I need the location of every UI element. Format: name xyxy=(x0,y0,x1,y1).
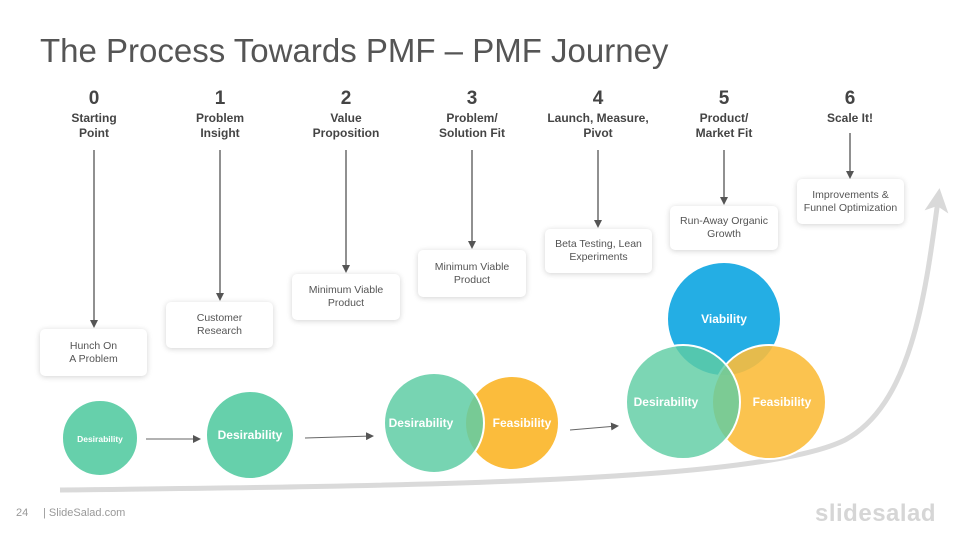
step-3-box: Minimum Viable Product xyxy=(418,250,526,297)
step-4-header: 4 Launch, Measure, Pivot xyxy=(538,88,658,141)
step-6-box-text: Improvements & Funnel Optimization xyxy=(803,188,898,214)
step-5-number: 5 xyxy=(718,88,730,109)
desirability-circle-2 xyxy=(383,372,485,474)
step-4-number: 4 xyxy=(592,88,604,109)
page-number: 24 xyxy=(16,507,29,519)
step-1-box-text: Customer Research xyxy=(196,312,243,337)
step-2-label: Value Proposition xyxy=(312,111,380,140)
step-0-label: Starting Point xyxy=(71,111,117,140)
step-0-box-text: Hunch On A Problem xyxy=(69,339,118,365)
step-2-box-text: Minimum Viable Product xyxy=(308,284,384,309)
step-3-label: Problem/ Solution Fit xyxy=(439,111,505,140)
step-0-number: 0 xyxy=(88,88,100,109)
step-4-box: Beta Testing, Lean Experiments xyxy=(545,229,652,273)
step-1-box: Customer Research xyxy=(166,302,273,348)
step-5-label: Product/ Market Fit xyxy=(695,111,753,140)
viability-label-3: Viability xyxy=(701,312,747,326)
footer-site-link: | SlideSalad.com xyxy=(43,507,126,519)
desirability-label-1: Desirability xyxy=(218,428,283,442)
step-3-number: 3 xyxy=(466,88,478,109)
step-6-box: Improvements & Funnel Optimization xyxy=(797,179,904,224)
step-5-box-text: Run-Away Organic Growth xyxy=(680,215,768,240)
desirability-circle-3 xyxy=(625,344,741,460)
step-5-box: Run-Away Organic Growth xyxy=(670,206,778,250)
step-6-number: 6 xyxy=(844,88,856,109)
brand-logo: slidesalad xyxy=(815,500,937,527)
step-4-box-text: Beta Testing, Lean Experiments xyxy=(555,238,642,263)
step-2-number: 2 xyxy=(340,88,352,109)
desirability-label-2: Desirability xyxy=(389,416,454,430)
page-title: The Process Towards PMF – PMF Journey xyxy=(40,32,669,69)
connector-3 xyxy=(569,422,619,431)
step-5-header: 5 Product/ Market Fit xyxy=(664,88,784,141)
step-1-header: 1 Problem Insight xyxy=(160,88,280,141)
step-1-number: 1 xyxy=(214,88,226,109)
feasibility-label-3: Feasibility xyxy=(753,395,812,409)
step-2-header: 2 Value Proposition xyxy=(286,88,406,141)
desirability-label-0: Desirability xyxy=(77,434,123,444)
desirability-label-3: Desirability xyxy=(634,395,699,409)
step-4-label: Launch, Measure, Pivot xyxy=(547,111,649,140)
step-0-header: 0 Starting Point xyxy=(34,88,154,141)
step-0-box: Hunch On A Problem xyxy=(40,329,147,376)
feasibility-label-2: Feasibility xyxy=(493,416,552,430)
step-6-header: 6 Scale It! xyxy=(790,88,910,126)
step-1-label: Problem Insight xyxy=(195,111,244,140)
desirability-circle-0 xyxy=(61,399,139,477)
step-2-box: Minimum Viable Product xyxy=(292,274,400,320)
step-3-box-text: Minimum Viable Product xyxy=(434,260,510,286)
step-6-label: Scale It! xyxy=(826,111,874,125)
connector-2 xyxy=(304,432,374,441)
step-3-header: 3 Problem/ Solution Fit xyxy=(412,88,532,141)
desirability-circle-1 xyxy=(205,390,295,480)
